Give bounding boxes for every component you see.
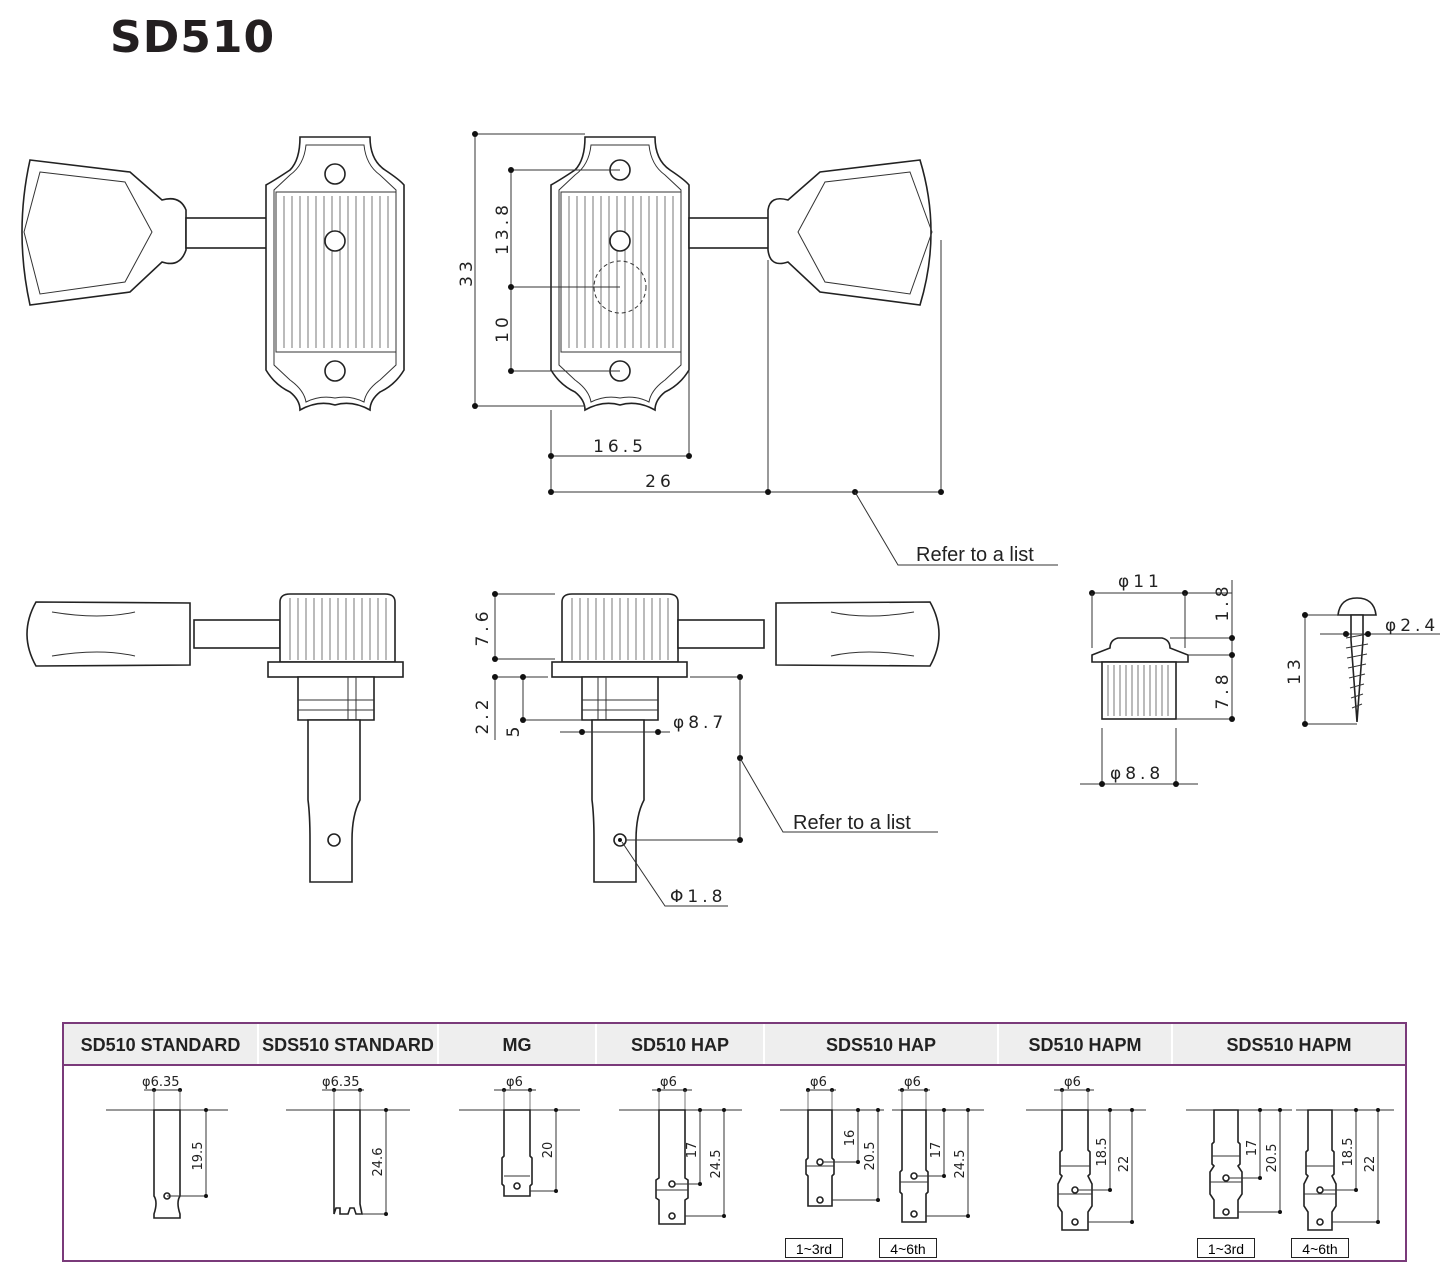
variant-dim-sd510-standard: 19.5 xyxy=(191,1142,206,1171)
variant-header-mg: MG xyxy=(439,1024,597,1064)
page-title: SD510 xyxy=(110,12,276,63)
variant-header-sds510-hap: SDS510 HAP xyxy=(765,1024,999,1064)
variant-drawing-sds510-hapm: 17 20.5 18.5 22 xyxy=(1186,1108,1394,1231)
variant-dim-sd510-hap-b: 24.5 xyxy=(709,1150,724,1179)
tuner-top-view-left xyxy=(21,136,405,412)
variant-diam-sds510-standard: φ6.35 xyxy=(322,1075,360,1090)
variant-dim-sds510-standard: 24.6 xyxy=(371,1148,386,1177)
dim-upper-spacing: 13.8 xyxy=(493,201,513,255)
dim-bushing-flange: 1.8 xyxy=(1213,582,1233,621)
variant-diam-sd510-standard: φ6.35 xyxy=(142,1075,180,1090)
tag-sds510-hapm-1-3rd: 1~3rd xyxy=(1197,1238,1255,1258)
variant-dim2-sds510-hapm-b: 22 xyxy=(1363,1156,1378,1173)
variant-dim-sds510-hapm-b: 20.5 xyxy=(1265,1144,1280,1173)
variant-dim-sd510-hapm-a: 18.5 xyxy=(1095,1138,1110,1167)
variant-diam-sd510-hap: φ6 xyxy=(660,1075,677,1090)
variant-diam-sds510-hap: φ6 xyxy=(810,1075,827,1090)
screw-drawing xyxy=(1302,597,1440,727)
note-refer-top: Refer to a list xyxy=(916,544,1034,566)
variant-dim-sd510-hapm-b: 22 xyxy=(1117,1156,1132,1173)
variant-dim2-sds510-hap-b: 24.5 xyxy=(953,1150,968,1179)
tuner-side-view-right xyxy=(551,593,940,883)
variant-header-sd510-hapm: SD510 HAPM xyxy=(999,1024,1173,1064)
dim-post-upper: 5 xyxy=(504,723,524,738)
variant-drawing-sd510-hap: φ6 17 24.5 xyxy=(619,1075,742,1225)
dim-screw-diameter: φ2.4 xyxy=(1385,616,1439,636)
variant-drawing-mg: φ6 20 xyxy=(459,1075,580,1197)
tag-sds510-hap-4-6th: 4~6th xyxy=(879,1238,937,1258)
dim-collar-height: 2.2 xyxy=(473,695,493,734)
dim-bushing-inner-diameter: φ8.8 xyxy=(1110,764,1164,784)
note-refer-side: Refer to a list xyxy=(793,812,911,834)
dim-height-total: 33 xyxy=(457,257,477,287)
dim-lower-spacing: 10 xyxy=(493,313,513,343)
variant-diam2-sds510-hap: φ6 xyxy=(904,1075,921,1090)
tag-sds510-hapm-4-6th: 4~6th xyxy=(1291,1238,1349,1258)
dim-width-inner: 16.5 xyxy=(593,437,647,457)
variant-drawing-sd510-hapm: φ6 18.5 22 xyxy=(1026,1075,1146,1231)
variant-header-sd510-hap: SD510 HAP xyxy=(597,1024,765,1064)
bushing-drawing xyxy=(1080,580,1235,787)
variant-dim-sd510-hap-a: 17 xyxy=(685,1142,700,1159)
variant-drawing-sds510-standard: φ6.35 24.6 xyxy=(286,1075,410,1216)
variant-drawing-sd510-standard: φ6.35 19.5 xyxy=(106,1075,228,1219)
variant-header-sds510-hapm: SDS510 HAPM xyxy=(1226,1035,1352,1055)
variant-diam-mg: φ6 xyxy=(506,1075,523,1090)
dim-hole-diameter: Φ1.8 xyxy=(670,887,726,907)
dim-screw-length: 13 xyxy=(1285,655,1305,685)
variant-dim2-sds510-hapm-a: 18.5 xyxy=(1341,1138,1356,1167)
variant-dim-sds510-hap-b: 20.5 xyxy=(863,1142,878,1171)
variants-drawings: φ6.35 19.5 φ6.35 24.6 φ6 20 xyxy=(106,1075,1394,1231)
variant-dim2-sds510-hap-a: 17 xyxy=(929,1142,944,1159)
dim-post-diameter: φ8.7 xyxy=(673,713,727,733)
tuner-side-view-left xyxy=(26,593,404,883)
variant-diam-sd510-hapm: φ6 xyxy=(1064,1075,1081,1090)
top-view-dimension-lines xyxy=(472,131,1058,566)
variant-dim-sds510-hap-a: 16 xyxy=(843,1130,858,1147)
tuner-top-view-right xyxy=(550,136,933,412)
variants-table: SD510 STANDARD SDS510 STANDARD MG SD510 … xyxy=(62,1022,1407,1262)
dim-bushing-diameter: φ11 xyxy=(1118,572,1163,592)
side-view-dimension-lines xyxy=(492,591,938,907)
variants-header-row: SD510 STANDARD SDS510 STANDARD MG SD510 … xyxy=(64,1024,1405,1066)
dim-width-outer: 26 xyxy=(645,472,675,492)
variant-header-sd510-standard: SD510 STANDARD xyxy=(64,1024,259,1064)
variant-dim-mg: 20 xyxy=(541,1142,556,1159)
dim-top-height: 7.6 xyxy=(473,607,493,646)
dim-bushing-height: 7.8 xyxy=(1213,670,1233,709)
variant-drawing-sds510-hap: φ6 16 20.5 φ6 17 24.5 xyxy=(780,1075,984,1223)
tag-sds510-hap-1-3rd: 1~3rd xyxy=(785,1238,843,1258)
variant-dim-sds510-hapm-a: 17 xyxy=(1245,1140,1260,1157)
variant-header-sds510-standard: SDS510 STANDARD xyxy=(259,1024,439,1064)
